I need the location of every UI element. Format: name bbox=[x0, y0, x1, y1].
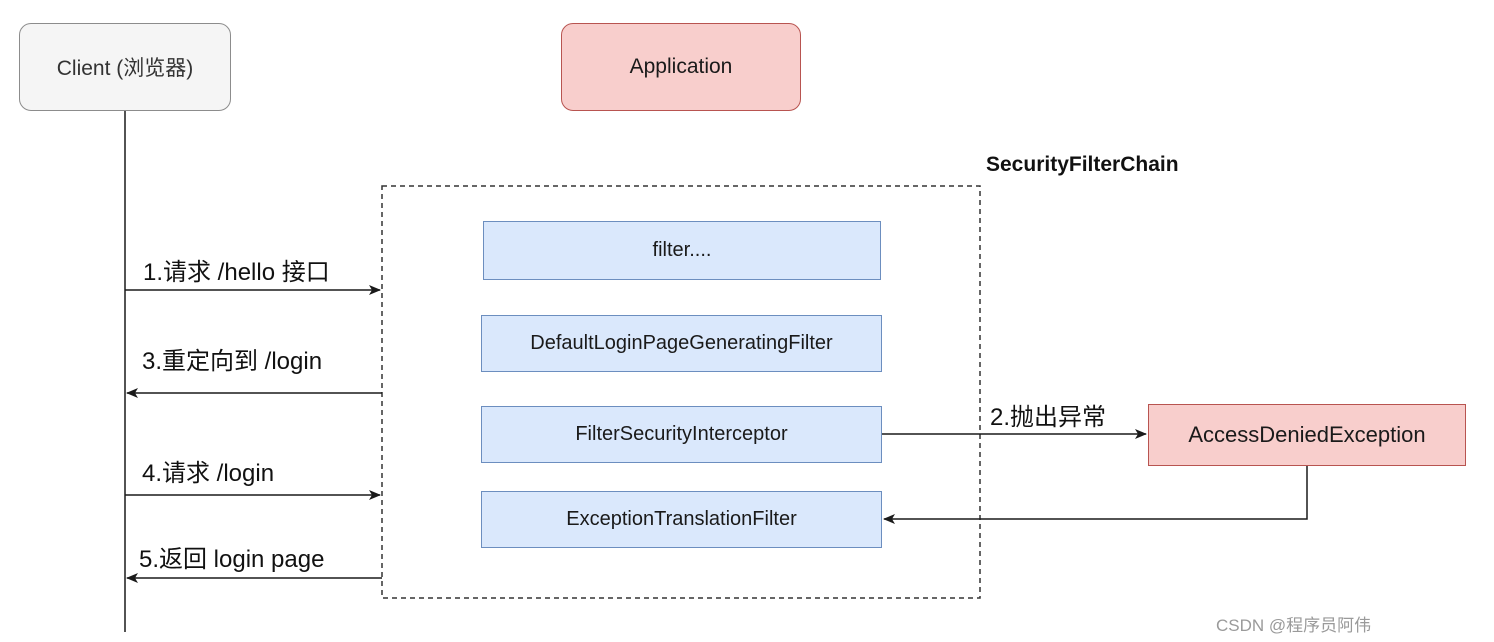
client-node: Client (浏览器) bbox=[19, 23, 231, 111]
filter-label-exception-translation: ExceptionTranslationFilter bbox=[566, 508, 797, 530]
client-label: Client (浏览器) bbox=[56, 57, 194, 80]
access-denied-exception-label: AccessDeniedException bbox=[1188, 422, 1426, 447]
filter-box-generic: filter.... bbox=[483, 221, 881, 280]
edge-label-step5: 5.返回 login page bbox=[139, 546, 325, 573]
edge-label-step1: 1.请求 /hello 接口 bbox=[143, 259, 330, 286]
application-node: Application bbox=[561, 23, 801, 111]
arrow-exception-to-translation bbox=[883, 466, 1308, 524]
filter-label-default-login-page: DefaultLoginPageGeneratingFilter bbox=[530, 332, 833, 354]
edge-label-step3: 3.重定向到 /login bbox=[142, 348, 323, 375]
access-denied-exception-node: AccessDeniedException bbox=[1148, 404, 1466, 466]
filter-label-security-interceptor: FilterSecurityInterceptor bbox=[575, 423, 788, 445]
edge-label-step2: 2.抛出异常 bbox=[990, 404, 1107, 431]
security-filter-chain-title: SecurityFilterChain bbox=[986, 153, 1179, 176]
edge-label-step4: 4.请求 /login bbox=[142, 460, 275, 487]
watermark-text: CSDN @程序员阿伟 bbox=[1216, 616, 1372, 635]
filter-box-security-interceptor: FilterSecurityInterceptor bbox=[481, 406, 882, 463]
security-filter-chain-container bbox=[381, 185, 981, 599]
filter-box-default-login-page: DefaultLoginPageGeneratingFilter bbox=[481, 315, 882, 372]
application-label: Application bbox=[629, 55, 733, 78]
filter-box-exception-translation: ExceptionTranslationFilter bbox=[481, 491, 882, 548]
filter-label-generic: filter.... bbox=[652, 239, 712, 261]
